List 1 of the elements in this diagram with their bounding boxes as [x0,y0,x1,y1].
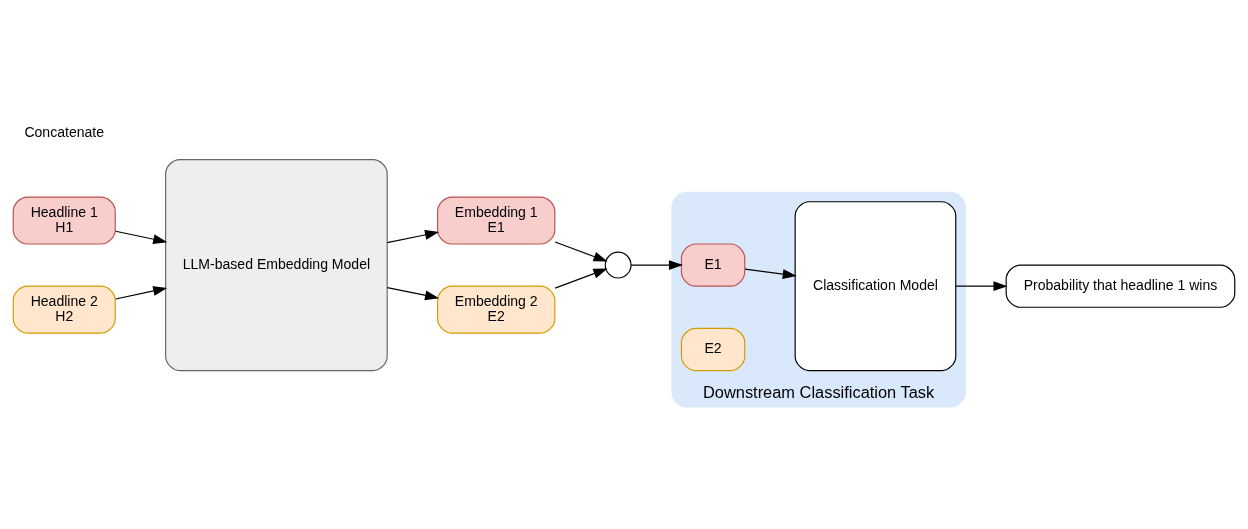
label: Concatenate [24,124,105,141]
